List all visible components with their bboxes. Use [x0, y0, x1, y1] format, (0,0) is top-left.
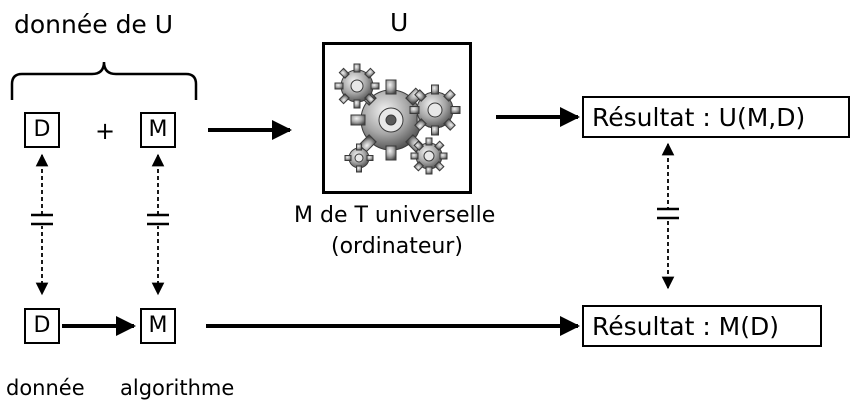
equivalence-link-d: [30, 153, 54, 296]
result-top-box: Résultat : U(M,D): [582, 96, 850, 138]
box-m-bottom: M: [140, 308, 176, 344]
caption-algorithm: algorithme: [120, 376, 235, 400]
label-u: U: [390, 8, 409, 37]
box-d-bottom: D: [24, 308, 60, 344]
label-utm-line2: (ordinateur): [331, 234, 463, 259]
label-utm-line1: M de T universelle: [294, 203, 496, 228]
universal-machine-box: [322, 42, 472, 194]
plus-sign: +: [95, 117, 116, 145]
equivalence-link-m: [146, 153, 170, 296]
gears-icon: [334, 63, 461, 175]
brace: [10, 61, 198, 100]
equivalence-link-results: [656, 142, 680, 290]
box-m-top: M: [140, 112, 176, 148]
box-d-top: D: [24, 112, 60, 148]
caption-data: donnée: [6, 376, 85, 400]
label-data-of-u: donnée de U: [14, 10, 174, 39]
result-bottom-box: Résultat : M(D): [582, 305, 822, 347]
